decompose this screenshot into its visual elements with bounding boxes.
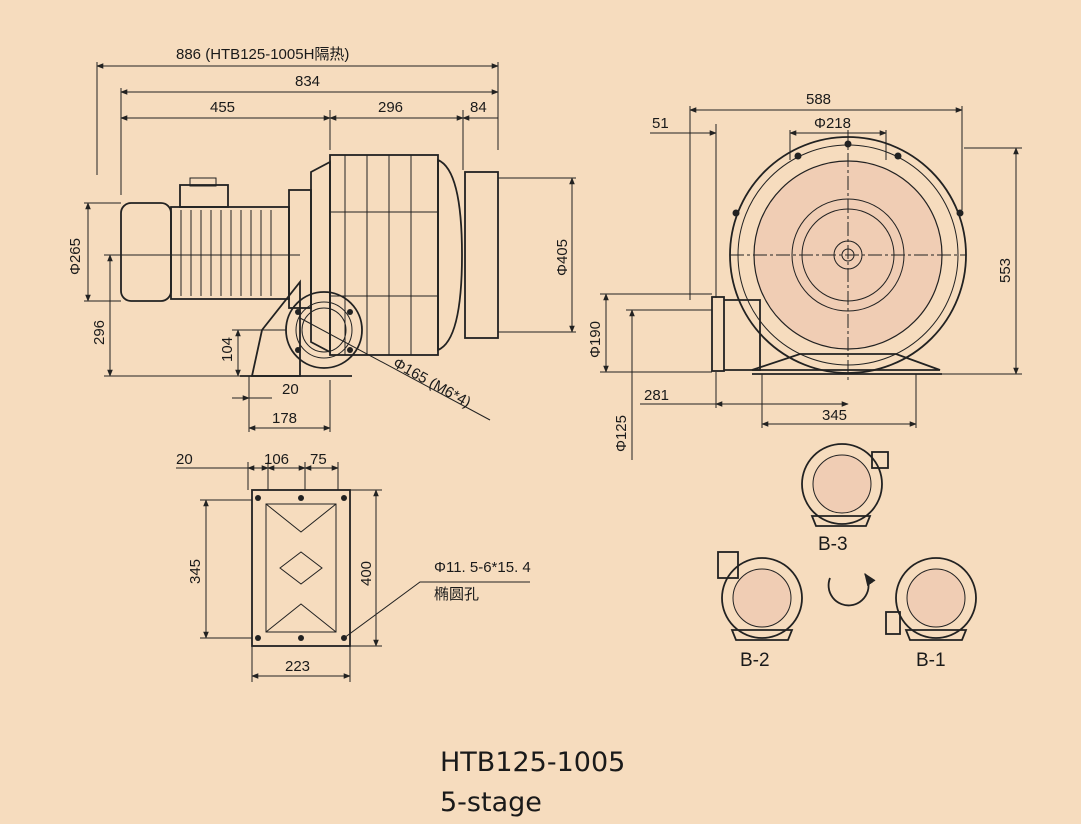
dim-blower-diameter: Φ405 xyxy=(554,239,571,276)
dim-motor-diameter: Φ265 xyxy=(67,238,84,275)
dim-outlet-length: 84 xyxy=(470,99,487,116)
dim-base-length: 345 xyxy=(187,559,204,584)
dim-base-offset: 20 xyxy=(282,381,299,398)
dim-flange-diameter: Φ190 xyxy=(587,321,604,358)
dim-port-diameter: Φ125 xyxy=(613,415,630,452)
dim-height: 553 xyxy=(997,258,1014,283)
dim-slot-pitch-b: 75 xyxy=(310,451,327,468)
stage-count: 5-stage xyxy=(440,787,542,818)
dim-base-edge: 20 xyxy=(176,451,193,468)
rotation-arrow-icon xyxy=(827,572,876,607)
orientation-b1: B-1 xyxy=(885,557,977,671)
dim-base-width: 345 xyxy=(822,407,847,424)
orientation-b2-label: B-2 xyxy=(740,650,770,671)
orientation-b2: B-2 xyxy=(717,551,803,671)
model-name: HTB125-1005 xyxy=(440,747,626,778)
dim-motor-length: 455 xyxy=(210,99,235,116)
dim-base-overall-length: 400 xyxy=(358,561,375,586)
hole-spec: Φ11. 5-6*15. 4 xyxy=(434,559,531,576)
orientation-b3-label: B-3 xyxy=(818,534,848,555)
dim-blower-length: 296 xyxy=(378,99,403,116)
dim-overall-length: 886 (HTB125-1005H隔热) xyxy=(176,46,349,63)
dim-shaft-height: 296 xyxy=(91,320,108,345)
side-view: 886 (HTB125-1005H隔热) 834 455 296 84 Φ265… xyxy=(67,46,576,432)
orientation-b3: B-3 xyxy=(801,443,889,555)
dim-base-width: 223 xyxy=(285,658,310,675)
dim-slot-pitch-a: 106 xyxy=(264,451,289,468)
dim-pitch-diameter: Φ218 xyxy=(814,115,851,132)
dim-inlet-height: 104 xyxy=(219,337,236,362)
dim-inlet-flange: Φ165 (M6*4) xyxy=(390,355,474,412)
end-view: 588 Φ218 51 553 Φ190 Φ125 281 345 xyxy=(587,91,1022,460)
dim-base-to-inlet: 178 xyxy=(272,410,297,427)
orientation-views: B-3 B-2 B-1 xyxy=(717,443,977,671)
dim-length: 834 xyxy=(295,73,320,90)
dim-width: 588 xyxy=(806,91,831,108)
orientation-b1-label: B-1 xyxy=(916,650,946,671)
base-view: 20 106 75 345 400 223 Φ11. 5-6*15. 4 椭圆孔 xyxy=(176,451,531,682)
hole-type: 椭圆孔 xyxy=(434,586,479,603)
dim-port-to-base: 281 xyxy=(644,387,669,404)
dim-flange-offset: 51 xyxy=(652,115,669,132)
